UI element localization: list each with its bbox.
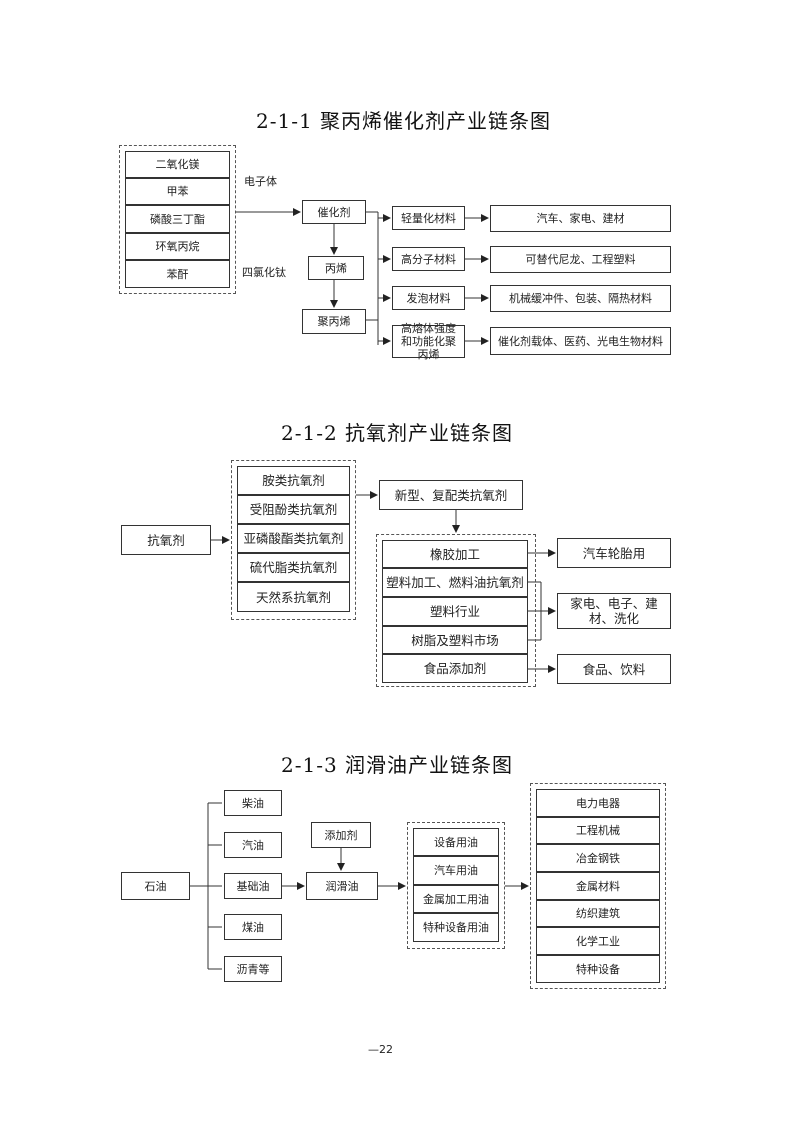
oil-product-box: 煤油 xyxy=(224,914,282,940)
page-number: —22 xyxy=(368,1043,393,1056)
lube-use-group xyxy=(407,822,505,949)
antioxidant-type-box: 胺类抗氧剂 xyxy=(237,466,350,495)
application-box: 可替代尼龙、工程塑料 xyxy=(490,246,671,273)
new-antioxidant-box: 新型、复配类抗氧剂 xyxy=(379,480,523,510)
antioxidant-type-box: 亚磷酸酯类抗氧剂 xyxy=(237,524,350,553)
source-box: 磷酸三丁酯 xyxy=(125,205,230,233)
ticl4-label: 四氯化钛 xyxy=(242,266,286,279)
industry-field-box: 金属材料 xyxy=(536,872,660,900)
material-box: 高分子材料 xyxy=(392,247,465,271)
industry-field-group xyxy=(530,783,666,989)
industry-field-box: 特种设备 xyxy=(536,955,660,983)
source-box: 甲苯 xyxy=(125,178,230,205)
diagram-title: 2-1-1 聚丙烯催化剂产业链条图 xyxy=(256,109,552,133)
source-box: 二氧化镁 xyxy=(125,151,230,178)
industry-box: 食品添加剂 xyxy=(382,654,528,683)
petroleum-box: 石油 xyxy=(121,872,190,900)
antioxidant-type-box: 硫代脂类抗氧剂 xyxy=(237,553,350,582)
diagram-title: 2-1-3 润滑油产业链条图 xyxy=(281,753,514,777)
material-box: 高熔体强度和功能化聚丙烯 xyxy=(392,322,465,361)
end-use-box: 食品、饮料 xyxy=(557,654,671,684)
industry-field-box: 化学工业 xyxy=(536,927,660,955)
application-box: 汽车、家电、建材 xyxy=(490,205,671,232)
lubricant-box: 润滑油 xyxy=(306,872,378,900)
application-box: 机械缓冲件、包装、隔热材料 xyxy=(490,285,671,312)
additive-box: 添加剂 xyxy=(311,822,371,848)
propylene-box: 丙烯 xyxy=(308,256,364,280)
application-box: 催化剂载体、医药、光电生物材料 xyxy=(490,327,671,355)
antioxidant-type-box: 天然系抗氧剂 xyxy=(237,582,350,612)
polypropylene-box: 聚丙烯 xyxy=(302,309,366,334)
oil-product-box: 基础油 xyxy=(224,873,282,899)
antioxidant-type-box: 受阻酚类抗氧剂 xyxy=(237,495,350,524)
antioxidant-types-group xyxy=(231,460,356,620)
lube-use-box: 设备用油 xyxy=(413,828,499,856)
electron-donor-label: 电子体 xyxy=(244,175,277,188)
source-box: 苯酐 xyxy=(125,260,230,288)
industry-field-box: 冶金钢铁 xyxy=(536,844,660,872)
source-box: 环氧丙烷 xyxy=(125,233,230,260)
oil-product-box: 柴油 xyxy=(224,790,282,816)
catalyst-box: 催化剂 xyxy=(302,200,366,224)
industry-box: 塑料行业 xyxy=(382,597,528,626)
industry-box: 树脂及塑料市场 xyxy=(382,626,528,654)
oil-product-box: 沥青等 xyxy=(224,956,282,982)
material-box: 轻量化材料 xyxy=(392,206,465,230)
industry-field-box: 电力电器 xyxy=(536,789,660,817)
source-group xyxy=(119,145,236,294)
end-use-box: 家电、电子、建材、洗化 xyxy=(557,593,671,629)
industry-group xyxy=(376,534,536,687)
diagram-title: 2-1-2 抗氧剂产业链条图 xyxy=(281,421,514,445)
material-box: 发泡材料 xyxy=(392,286,465,310)
lube-use-box: 特种设备用油 xyxy=(413,913,499,942)
oil-product-box: 汽油 xyxy=(224,832,282,858)
industry-box: 橡胶加工 xyxy=(382,540,528,568)
industry-box: 塑料加工、燃料油抗氧剂 xyxy=(382,568,528,597)
industry-field-box: 纺织建筑 xyxy=(536,900,660,927)
antioxidant-source-box: 抗氧剂 xyxy=(121,525,211,555)
lube-use-box: 汽车用油 xyxy=(413,856,499,885)
industry-field-box: 工程机械 xyxy=(536,817,660,844)
lube-use-box: 金属加工用油 xyxy=(413,885,499,913)
end-use-box: 汽车轮胎用 xyxy=(557,538,671,568)
